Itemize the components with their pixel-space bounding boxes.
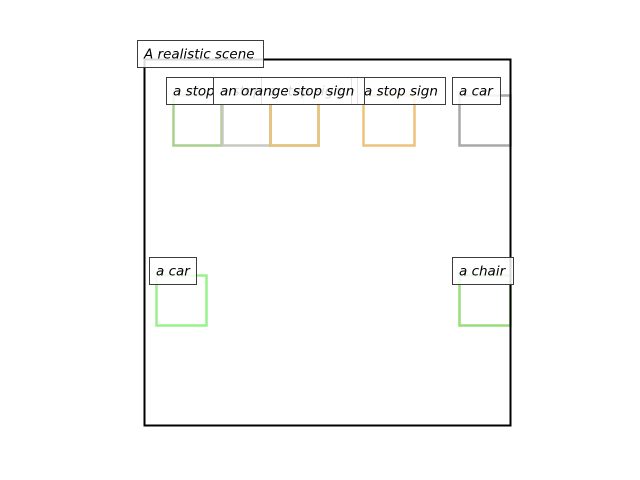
object-boxes — [155, 94, 512, 327]
object-label-box — [149, 257, 197, 285]
object-label-text: a car — [156, 264, 191, 280]
object-label-box — [213, 77, 365, 105]
object-label: a car — [149, 257, 197, 285]
object-label-text: an orange stop sign — [220, 84, 354, 100]
scene-title: A realistic scene — [137, 40, 264, 68]
scene-title-text: A realistic scene — [143, 47, 255, 63]
scene-title-box — [137, 40, 264, 68]
object-label: a stop sign — [357, 77, 446, 105]
object-label-box — [357, 77, 446, 105]
scene-frame — [143, 58, 512, 427]
object-label-box — [452, 257, 514, 285]
object-label: a car — [452, 77, 501, 105]
object-label-text: a car — [459, 84, 494, 100]
object-label-box — [452, 77, 501, 105]
object-label-text: a chair — [459, 264, 507, 280]
object-label: an orange stop sign — [213, 77, 365, 105]
object-label-text: a stop sign — [364, 84, 438, 100]
object-label: a chair — [452, 257, 514, 285]
